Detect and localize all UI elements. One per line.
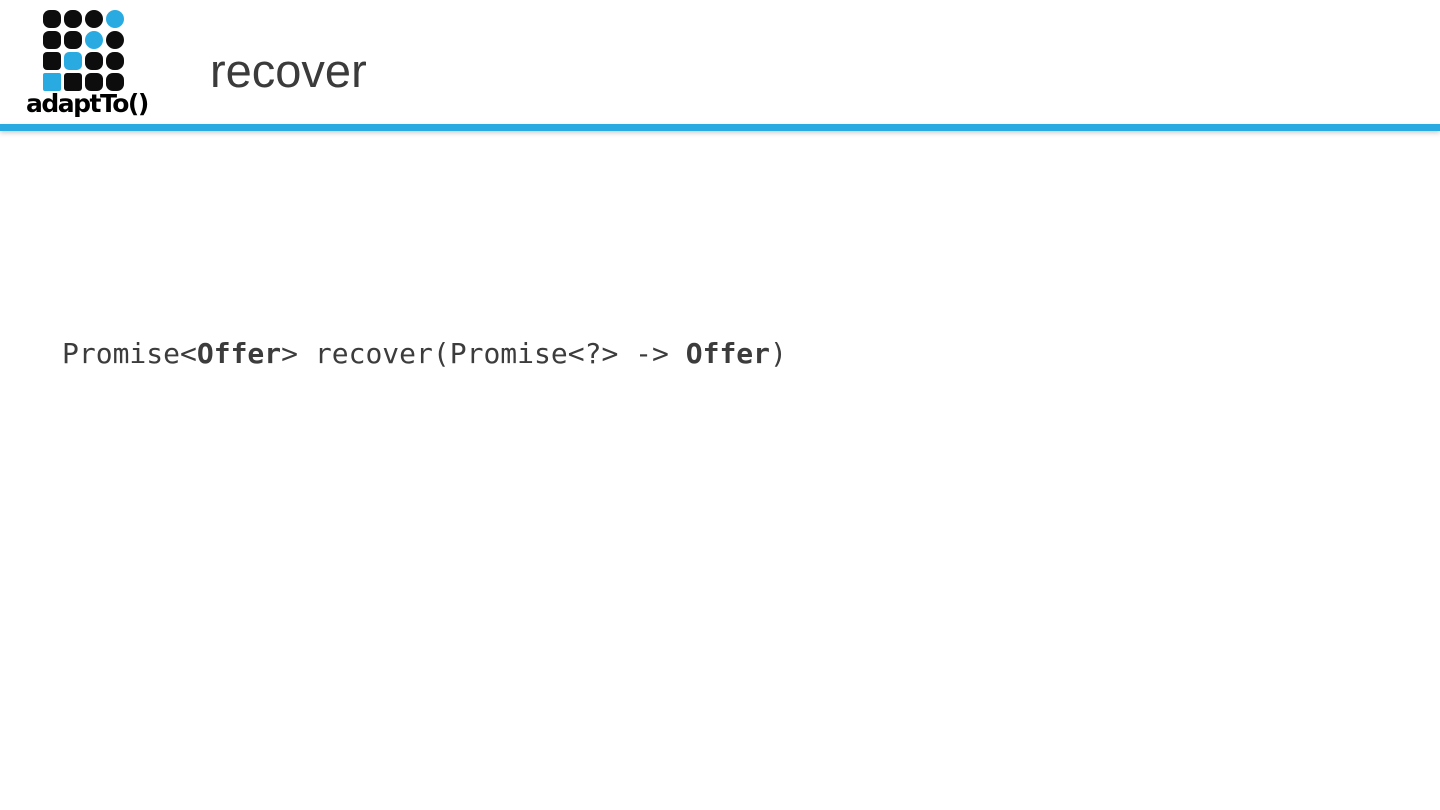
code-offer-type: Offer: [196, 337, 282, 370]
logo-cell-black: [64, 31, 82, 49]
logo-cell-black: [106, 52, 124, 70]
logo-cell-cyan: [64, 52, 82, 70]
slide-header: adaptTo() recover: [0, 0, 1440, 124]
adaptto-wordmark: adaptTo(): [26, 89, 149, 118]
logo-cell-black: [64, 73, 82, 91]
code-signature: Promise<Offer> recover(Promise<?> -> Off…: [62, 337, 787, 371]
logo-cell-cyan: [43, 73, 61, 91]
logo-cell-cyan: [106, 10, 124, 28]
logo-cell-black: [106, 73, 124, 91]
code-text: Promise<: [62, 337, 197, 370]
page-title: recover: [210, 44, 367, 97]
code-text: ): [770, 337, 787, 370]
logo-cell-cyan: [85, 31, 103, 49]
code-offer-type: Offer: [685, 337, 771, 370]
adaptto-logo: adaptTo(): [0, 0, 170, 124]
logo-cell-black: [43, 52, 61, 70]
logo-cell-black: [43, 10, 61, 28]
logo-cell-black: [85, 10, 103, 28]
logo-cell-black: [85, 73, 103, 91]
logo-cell-black: [64, 10, 82, 28]
adaptto-logo-grid-icon: [43, 10, 124, 91]
logo-cell-black: [106, 31, 124, 49]
logo-cell-black: [43, 31, 61, 49]
code-text: > recover(Promise<?> ->: [281, 337, 686, 370]
accent-divider: [0, 124, 1440, 131]
logo-cell-black: [85, 52, 103, 70]
